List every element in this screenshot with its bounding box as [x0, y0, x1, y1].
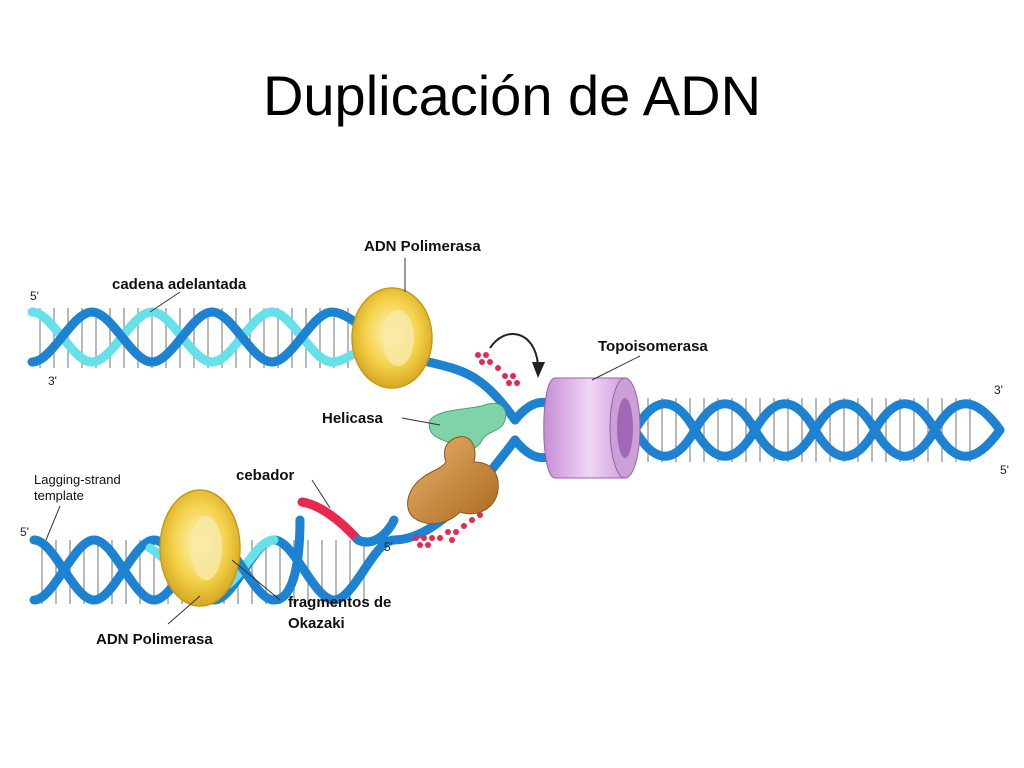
dna-polymerase-bottom: [159, 489, 241, 607]
leading-template-strand: [27, 307, 520, 425]
dna-polymerase-top: [351, 287, 433, 389]
topoisomerase: [543, 377, 641, 479]
leading-strand-duplex: [27, 307, 520, 425]
primase: [407, 436, 499, 525]
rotation-arrowhead-icon: [532, 362, 545, 378]
label-primer: cebador: [236, 467, 295, 484]
end-top-left-3: 3': [48, 374, 57, 388]
end-bottom-left-5: 5': [20, 525, 29, 539]
leading-new-strand: [27, 307, 425, 367]
label-lagging-template-line1: Lagging-strand: [34, 472, 121, 487]
rotation-arrow-icon: [489, 332, 539, 366]
label-dna-polymerase-bottom: ADN Polimerasa: [96, 631, 213, 648]
end-right-3: 3': [994, 383, 1003, 397]
end-right-5: 5': [1000, 463, 1009, 477]
label-okazaki-line1: fragmentos de: [288, 594, 391, 611]
end-top-left-5: 5': [30, 289, 39, 303]
label-lagging-template-line2: template: [34, 488, 84, 503]
label-dna-polymerase-top: ADN Polimerasa: [364, 238, 481, 255]
slide-title: Duplicación de ADN: [262, 64, 762, 127]
label-okazaki-line2: Okazaki: [288, 615, 345, 632]
label-leading-strand: cadena adelantada: [112, 276, 247, 293]
end-bottom-mid-5: 5': [384, 540, 393, 554]
free-nucleotides: [413, 352, 520, 548]
label-topoisomerase: Topoisomerasa: [598, 338, 708, 355]
leader-lines: [45, 258, 641, 625]
primer-strand: [297, 497, 363, 545]
label-helicase: Helicasa: [322, 410, 384, 427]
